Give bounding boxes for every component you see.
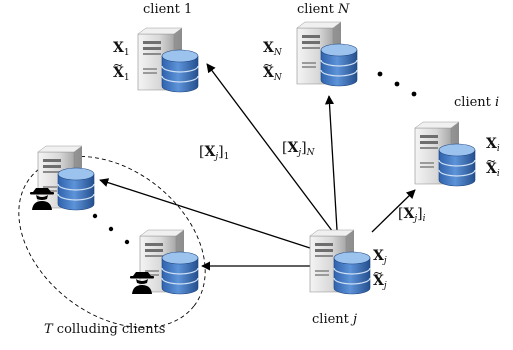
- colluding-clients-label: T colluding clients: [44, 322, 166, 337]
- client-i-x-tilde: ~Xi: [486, 154, 500, 179]
- client-j-x-tilde: ~Xj: [373, 266, 387, 291]
- client-1-node: [137, 27, 199, 93]
- arrow-to-colluder-1: [99, 178, 311, 249]
- edge-label-client-1: [Xj]1: [199, 144, 230, 162]
- database-icon: [161, 49, 199, 93]
- client-n-name-text: client N: [297, 2, 350, 17]
- client-n-x: XN: [263, 40, 282, 58]
- client-i-name: client i: [454, 95, 499, 110]
- client-j-vars: Xj ~Xj: [373, 246, 387, 296]
- client-i-vars: Xi ~Xi: [486, 134, 500, 184]
- client-n-vars: XN ~XN: [263, 38, 282, 88]
- database-icon: [161, 251, 199, 295]
- client-n-name: client N: [297, 2, 349, 17]
- client-j-name: client j: [312, 312, 357, 327]
- database-icon: [320, 43, 358, 87]
- client-j-node: [309, 229, 371, 295]
- colluding-client-1-node: [30, 145, 95, 211]
- client-1-name: client 1: [143, 2, 193, 17]
- database-icon: [438, 143, 476, 187]
- client-i-node: [414, 121, 476, 187]
- arrow-to-client-n: [324, 95, 338, 231]
- client-i-x: Xi: [486, 136, 500, 154]
- ellipsis-dots-top: [377, 71, 417, 97]
- client-j-name-text: client j: [312, 312, 358, 327]
- colluding-group-ellipse: [18, 156, 206, 328]
- edge-label-client-n: [Xj]N: [282, 140, 315, 158]
- client-j-x: Xj: [373, 248, 387, 266]
- client-1-x-tilde: ~X1: [113, 58, 130, 83]
- client-i-name-text: client i: [454, 95, 500, 110]
- colluding-client-2-node: [130, 229, 199, 295]
- edge-label-client-i: [Xj]i: [398, 206, 426, 224]
- client-1-vars: X1 ~X1: [113, 38, 130, 88]
- database-icon: [57, 167, 95, 211]
- arrow-to-client-1: [206, 63, 334, 233]
- ellipsis-dots-colluding: [92, 213, 130, 245]
- client-1-x: X1: [113, 40, 130, 58]
- client-n-node: [296, 21, 358, 87]
- arrow-to-client-i: [371, 189, 416, 233]
- client-n-x-tilde: ~XN: [263, 58, 282, 83]
- database-icon: [333, 251, 371, 295]
